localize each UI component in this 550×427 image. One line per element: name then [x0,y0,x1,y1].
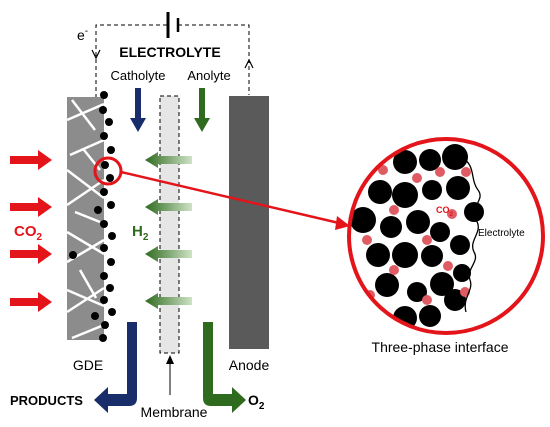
o2-label: O2 [248,392,265,412]
anode [229,96,269,349]
h2-arrows [145,152,192,309]
co2-input-arrows [10,150,52,312]
catholyte-label: Catholyte [111,68,166,83]
three-phase-label: Three-phase interface [372,339,509,355]
h2-label: H2 [132,223,149,243]
gde-label: GDE [73,357,103,373]
membrane-label: Membrane [141,404,208,420]
o2-outlet-arrow [203,322,246,413]
zoom-electrolyte-label: Electrolyte [478,228,525,239]
zoom-inset [347,137,545,335]
zoom-connector [120,170,340,225]
anolyte-inlet-arrow [194,88,210,132]
electron-label: e- [77,26,88,43]
circuit [91,12,254,105]
electrolyte-title: ELECTROLYTE [119,44,220,60]
highlight-circle [93,156,123,186]
membrane-pointer [166,355,174,395]
anode-label: Anode [229,357,270,373]
products-label: PRODUCTS [10,393,83,408]
catholyte-inlet-arrow [130,88,146,132]
zoom-co2-label: CO2 [436,205,454,218]
zoom-connector-arrowhead [335,216,350,230]
anolyte-label: Anolyte [187,68,230,83]
products-outlet-arrow [94,322,137,413]
co2-label: CO2 [14,223,43,243]
membrane [159,95,180,354]
gas-diffusion-electrode [66,91,116,342]
